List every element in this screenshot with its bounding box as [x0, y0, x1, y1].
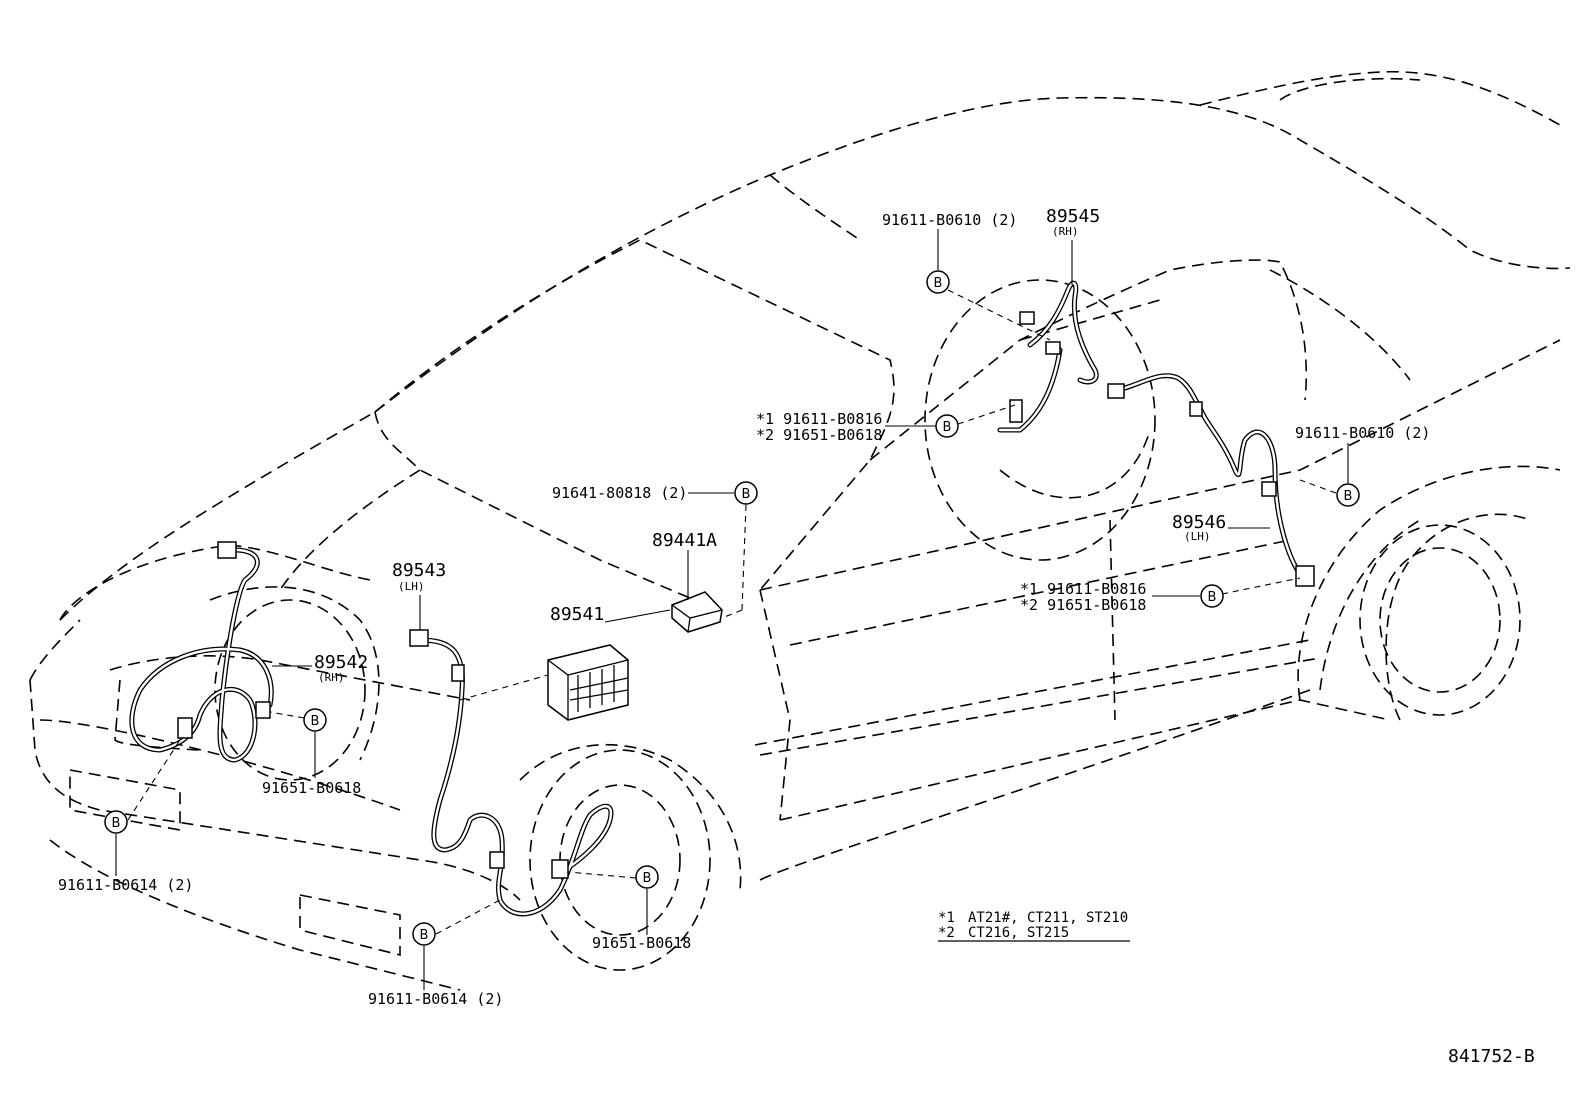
sensor-89543-front-lh — [409, 629, 614, 917]
badge-front-rh-sensor: B — [303, 708, 327, 732]
vehicle-outline — [29, 70, 1571, 991]
fastener-front-lh-sensor-label: 91651-B0618 — [592, 934, 691, 952]
part-side-89546: (LH) — [1184, 530, 1211, 543]
badge-front-rh-bracket: B — [104, 810, 128, 834]
fastener-rear-rh-1-label: *1 91611-B0816 — [756, 410, 882, 428]
fastener-rear-rh-2-label: *2 91651-B0618 — [756, 426, 882, 444]
fastener-rear-lh-2-label: *2 91651-B0618 — [1020, 596, 1146, 614]
sensor-89542-front-rh — [129, 541, 274, 763]
sensor-89546-rear-lh — [1107, 373, 1315, 587]
badge-rear-lh-bracket: B — [1336, 483, 1360, 507]
badge-letter: B — [112, 816, 121, 831]
badge-letter: B — [1344, 489, 1353, 504]
note-2-text: CT216, ST215 — [968, 925, 1069, 941]
badge-letter: B — [742, 487, 751, 502]
note-1-mark: *1 — [938, 910, 955, 926]
sensor-module-89441a — [671, 591, 723, 633]
part-side-89542: (RH) — [318, 671, 345, 684]
sensor-89545-rear-rh — [997, 280, 1099, 433]
badge-letter: B — [643, 871, 652, 886]
badge-front-lh-bracket: B — [412, 922, 436, 946]
part-number-89545: 89545 — [1046, 206, 1100, 227]
diagram-id: 841752-B — [1448, 1046, 1535, 1067]
part-number-89541: 89541 — [550, 604, 604, 625]
fastener-ecu-bolt-label: 91641-80818 (2) — [552, 484, 687, 502]
badge-letter: B — [311, 714, 320, 729]
note-1-text: AT21#, CT211, ST210 — [968, 910, 1128, 926]
badge-ecu-bolt: B — [734, 481, 758, 505]
fastener-front-lh-bracket-label: 91611-B0614 (2) — [368, 990, 503, 1008]
note-2-mark: *2 — [938, 925, 955, 941]
badge-letter: B — [934, 276, 943, 291]
fastener-front-rh-sensor-label: 91651-B0618 — [262, 779, 361, 797]
badge-rear-lh: B — [1200, 584, 1224, 608]
badge-top-rh: B — [926, 270, 950, 294]
badge-letter: B — [1208, 590, 1217, 605]
abs-actuator-89541 — [547, 644, 629, 721]
part-number-89542: 89542 — [314, 652, 368, 673]
applicability-notes: *1 AT21#, CT211, ST210 *2 CT216, ST215 — [938, 910, 1130, 942]
fastener-front-rh-bracket-label: 91611-B0614 (2) — [58, 876, 193, 894]
part-number-89546: 89546 — [1172, 512, 1226, 533]
fastener-rear-lh-1-label: *1 91611-B0816 — [1020, 580, 1146, 598]
fastener-rear-lh-bracket-label: 91611-B0610 (2) — [1295, 424, 1430, 442]
badge-letter: B — [420, 928, 429, 943]
badge-front-lh-sensor: B — [635, 865, 659, 889]
part-side-89545: (RH) — [1052, 225, 1079, 238]
part-side-89543: (LH) — [398, 580, 425, 593]
part-number-89441a: 89441A — [652, 530, 717, 551]
fastener-top-rh-label: 91611-B0610 (2) — [882, 211, 1017, 229]
badge-rear-rh: B — [935, 414, 959, 438]
part-number-89543: 89543 — [392, 560, 446, 581]
leader-lines — [115, 229, 1349, 990]
badge-letter: B — [943, 420, 952, 435]
